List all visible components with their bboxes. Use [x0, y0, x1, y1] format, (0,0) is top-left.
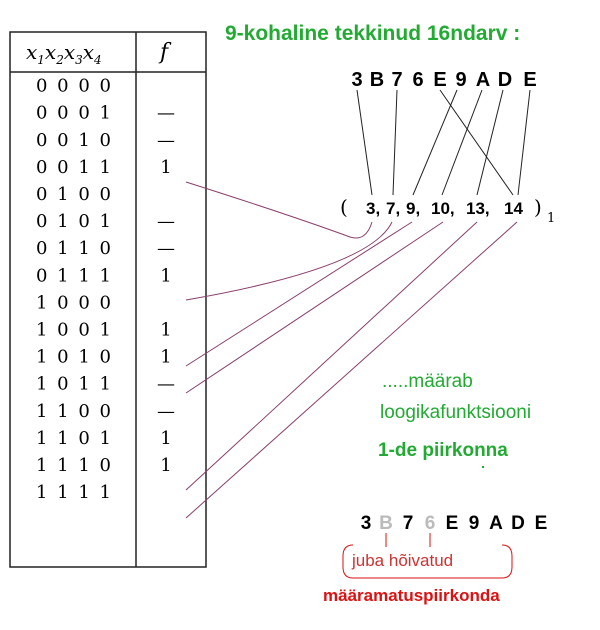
row-bits: 0 1 1 1 — [36, 265, 111, 286]
hex-digit: E — [523, 69, 536, 91]
hex-digit: E — [446, 513, 459, 534]
row-bits: 1 0 1 0 — [36, 347, 111, 368]
hex-digit: 7 — [391, 69, 402, 91]
row-to-set-curves — [185, 181, 518, 519]
set-item: 13, — [466, 199, 490, 218]
hex-digit-faded: B — [379, 513, 393, 534]
hex-digit: E — [535, 513, 548, 534]
row-bits: 1 0 1 1 — [36, 374, 111, 395]
row-f-value: 1 — [160, 265, 171, 286]
table-border — [9, 31, 207, 568]
hex-digit: 7 — [403, 513, 414, 534]
hex-digit: 6 — [412, 69, 423, 91]
link-7 — [392, 89, 398, 196]
set-item: 10, — [431, 199, 455, 218]
hex-digit: 9 — [455, 69, 466, 91]
bracket-text: juba hõivatud — [351, 551, 453, 570]
curve-row-3 — [185, 181, 373, 239]
link-14b — [517, 89, 531, 196]
row-f-value: — — [157, 211, 175, 232]
green-dot — [482, 466, 484, 468]
link-13 — [476, 89, 504, 196]
truth-table: x1x2x3x4 f 0 0 0 0 0 0 0 1 — 0 0 1 0 — 0 0 1 … — [9, 31, 207, 568]
row-f-value: 1 — [160, 455, 171, 476]
faded-digit-markers — [385, 533, 431, 547]
row-f-value: — — [157, 374, 175, 395]
hex-digit-faded: 6 — [425, 513, 436, 534]
hex-digit: D — [498, 69, 512, 91]
note-line-2: loogikafunktsiooni — [380, 402, 531, 423]
row-bits: 1 1 1 1 — [36, 482, 111, 503]
row-f-value: — — [157, 103, 175, 124]
curve-row-7 — [185, 221, 393, 301]
set-item: 9, — [406, 199, 420, 218]
note-line-3: 1-de piirkonna — [378, 440, 508, 461]
row-bits: 1 1 0 1 — [36, 428, 111, 449]
row-f-value: 1 — [160, 428, 171, 449]
row-f-value: — — [157, 130, 175, 151]
note-line-1: .....määrab — [382, 371, 473, 392]
set-item: 7, — [386, 199, 400, 218]
hex-title: 9-kohaline tekkinud 16ndarv : — [225, 22, 520, 45]
row-bits: 0 1 0 0 — [36, 184, 111, 205]
curve-row-14 — [185, 221, 518, 519]
hex-digit: A — [476, 69, 490, 91]
curve-row-10 — [185, 221, 444, 394]
row-f-value: 1 — [160, 157, 171, 178]
curve-row-13 — [185, 221, 478, 491]
row-bits: 0 0 0 0 — [36, 76, 111, 97]
hex-digit: E — [433, 69, 446, 91]
row-bits: 1 1 1 0 — [36, 455, 111, 476]
hex-digit: D — [511, 513, 525, 534]
link-9 — [412, 89, 458, 196]
link-3 — [356, 89, 373, 196]
row-f-value: 1 — [160, 319, 171, 340]
row-f-value: 1 — [160, 347, 171, 368]
link-14a — [439, 89, 514, 196]
row-bits: 0 1 1 0 — [36, 238, 111, 259]
row-bits: 0 0 1 1 — [36, 157, 111, 178]
row-bits: 0 0 1 0 — [36, 130, 111, 151]
row-bits: 0 1 0 1 — [36, 211, 111, 232]
hex-digit: 3 — [351, 69, 362, 91]
row-bits: 1 1 0 0 — [36, 401, 111, 422]
set-item: 3, — [366, 199, 380, 218]
index-set: ( 3, 7, 9, 10, 13, 14 ) 1 — [340, 195, 555, 226]
hex-digit: 3 — [361, 513, 372, 534]
hex-to-set-lines — [356, 89, 531, 196]
header-f: f — [158, 40, 172, 65]
header-variables: x1x2x3x4 — [26, 40, 102, 67]
set-open-paren: ( — [340, 195, 348, 219]
curve-row-9 — [185, 221, 413, 367]
set-close-paren: ) — [534, 195, 542, 219]
set-subscript: 1 — [547, 211, 555, 226]
hex-digit: 9 — [469, 513, 480, 534]
row-f-value: — — [157, 238, 175, 259]
row-bits: 1 0 0 1 — [36, 319, 111, 340]
red-bracket — [342, 544, 513, 579]
row-bits: 0 0 0 1 — [36, 103, 111, 124]
hex-digit: A — [489, 513, 503, 534]
row-f-value: — — [157, 401, 175, 422]
hex-digit: B — [370, 69, 384, 91]
bottom-label: määramatuspiirkonda — [323, 586, 500, 605]
link-10 — [441, 89, 483, 196]
row-bits: 1 0 0 0 — [36, 292, 111, 313]
table-rows: 0 0 0 0 0 0 0 1 — 0 0 1 0 — 0 0 1 1 1 0 1 0 0 0 … — [36, 76, 175, 504]
set-item: 14 — [504, 199, 523, 218]
